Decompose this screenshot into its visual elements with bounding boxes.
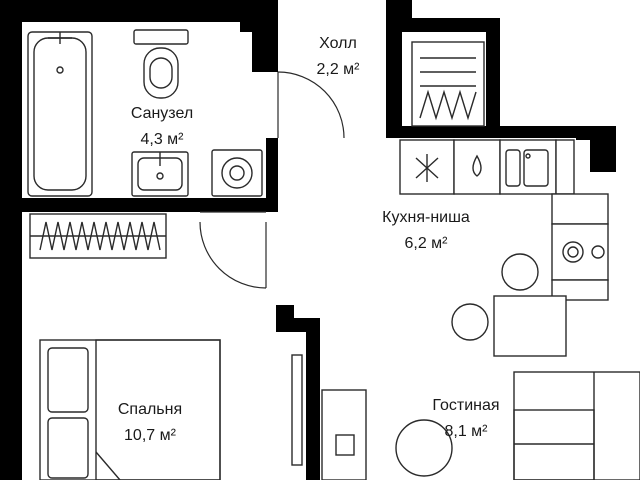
bathroom-fixtures bbox=[27, 29, 263, 197]
room-label-bedroom: Спальня 10,7 м² bbox=[118, 401, 182, 444]
living-fixtures bbox=[395, 371, 640, 480]
room-area: 4,3 м² bbox=[140, 131, 184, 148]
room-area: 10,7 м² bbox=[124, 427, 177, 444]
room-area: 8,1 м² bbox=[444, 423, 488, 440]
room-label-living: Гостиная 8,1 м² bbox=[432, 397, 499, 440]
kitchen-fixtures bbox=[399, 41, 609, 357]
wall-bath-right bbox=[266, 22, 278, 72]
room-name: Санузел bbox=[131, 105, 193, 122]
wardrobe-icon bbox=[29, 213, 167, 259]
bedroom-door bbox=[199, 211, 267, 289]
chair-icon bbox=[451, 253, 539, 341]
room-area: 2,2 м² bbox=[316, 61, 360, 78]
wall-bath-right-lower bbox=[266, 138, 278, 212]
room-label-bathroom: Санузел 4,3 м² bbox=[131, 105, 193, 148]
washing-machine-icon bbox=[211, 149, 263, 197]
room-name: Спальня bbox=[118, 401, 182, 418]
bathroom-door bbox=[277, 71, 345, 139]
room-label-hall: Холл 2,2 м² bbox=[316, 35, 360, 78]
walls bbox=[0, 0, 616, 480]
closet-icon bbox=[291, 354, 367, 480]
counter-top bbox=[555, 139, 575, 195]
kitchen-sink-icon bbox=[499, 139, 557, 195]
bed-icon bbox=[39, 339, 221, 480]
wall-top-left bbox=[0, 0, 278, 22]
round-table-icon bbox=[395, 419, 453, 477]
sink-icon bbox=[131, 151, 189, 197]
wall-right-column bbox=[576, 126, 616, 172]
wall-kitchen-top bbox=[386, 126, 616, 138]
wall-right-top bbox=[386, 0, 500, 134]
room-name: Гостиная bbox=[432, 397, 499, 414]
bedroom-fixtures bbox=[29, 213, 221, 480]
room-name: Кухня-ниша bbox=[382, 209, 470, 226]
water-icon bbox=[453, 139, 501, 195]
toilet-icon bbox=[133, 29, 189, 99]
room-name: Холл bbox=[319, 35, 357, 52]
room-label-kitchen: Кухня-ниша 6,2 м² bbox=[382, 209, 470, 252]
storage-shelves-icon bbox=[411, 41, 485, 127]
wall-left-outer bbox=[0, 0, 22, 480]
dining-table-icon bbox=[493, 295, 567, 357]
room-area: 6,2 м² bbox=[404, 235, 448, 252]
sofa-icon bbox=[513, 371, 640, 480]
refrigerator-icon bbox=[399, 139, 455, 195]
wall-bedroom-right bbox=[276, 305, 320, 480]
wall-bath-bedroom bbox=[22, 198, 278, 212]
hob-icon bbox=[551, 193, 609, 301]
bathtub-icon bbox=[27, 31, 93, 197]
